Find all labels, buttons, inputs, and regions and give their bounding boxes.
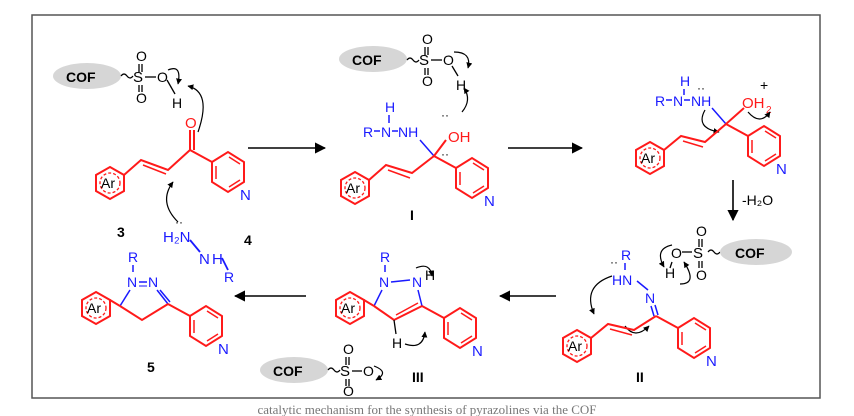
oxygen-label: O <box>343 383 354 399</box>
nitrogen-label: N <box>706 353 717 370</box>
aryl-label: Ar <box>101 175 115 191</box>
oxygen-label: O <box>422 73 433 89</box>
hydrogen-label: H <box>680 73 690 89</box>
intermediate-II-number: II <box>636 369 644 385</box>
oxygen-label: O <box>343 341 354 357</box>
amine-label: H₂N <box>163 229 191 246</box>
compound-5: R N N Ar N 5 <box>81 249 229 375</box>
figure-caption: catalytic mechanism for the synthesis of… <box>257 402 597 416</box>
cof-label: COF <box>66 69 96 85</box>
r-group-label: R <box>128 249 138 265</box>
oxygen-label: O <box>443 52 454 68</box>
oxygen-label: O <box>136 48 147 64</box>
hydrogen-label: H <box>212 251 223 268</box>
hydroxyl-label: OH <box>742 95 765 112</box>
sulfur-label: S <box>419 52 429 69</box>
nh-label: NH <box>691 93 711 109</box>
intermediate-I: COF S O O O H H R N NH ·· OH ·· Ar <box>339 31 495 223</box>
lone-pair: ·· <box>610 255 618 269</box>
cof-tag <box>260 357 328 383</box>
oxygen-label: O <box>671 245 682 261</box>
oxygen-label: O <box>185 115 197 132</box>
cof-label: COF <box>273 363 303 379</box>
nitrogen-label: N <box>218 341 229 358</box>
nitrogen-label: N <box>127 274 137 290</box>
r-group-label: R <box>380 249 390 265</box>
lone-pair: ·· <box>175 215 183 229</box>
cof-tag <box>720 239 792 265</box>
lone-pair: ·· <box>441 147 449 161</box>
nitrogen-label: N <box>381 124 391 140</box>
subscript-label: 2 <box>766 105 772 116</box>
oxygen-label: O <box>422 31 433 47</box>
lone-pair: ·· <box>441 108 449 122</box>
oxygen-label: O <box>696 267 707 283</box>
hydrogen-label: H <box>172 95 182 111</box>
hydrogen-label: H <box>456 77 466 93</box>
hydroxyl-label: OH <box>448 129 471 146</box>
cof-tag <box>339 46 407 72</box>
nitrogen-label: N <box>240 187 251 204</box>
nitrogen-label: N <box>673 93 683 109</box>
intermediate-II: O S O O COF H ·· R HN N Ar <box>562 223 792 385</box>
intermediate-III-number: III <box>412 369 424 385</box>
compound-4-number: 4 <box>244 232 252 248</box>
protonated-intermediate: H R N ·· NH + OH 2 Ar N <box>635 73 787 178</box>
sulfur-label: S <box>340 363 350 380</box>
aryl-label: Ar <box>641 150 655 166</box>
r-group-label: R <box>363 124 373 140</box>
nitrogen-label: N <box>484 193 495 210</box>
aryl-label: Ar <box>568 338 582 354</box>
cof-label: COF <box>352 52 382 68</box>
r-group-label: R <box>655 93 665 109</box>
oxygen-label: O <box>696 223 707 239</box>
compound-3: COF S O O O H Ar O N 3 <box>53 48 251 240</box>
scheme-frame <box>31 14 821 399</box>
nh-label: NH <box>398 124 418 140</box>
nitrogen-label: N <box>776 161 787 178</box>
lone-pair: ·· <box>697 81 705 95</box>
hydrogen-label: H <box>392 335 402 351</box>
oxygen-label: O <box>157 69 168 85</box>
hn-label: HN <box>612 272 632 288</box>
hydrogen-label: H <box>665 265 675 281</box>
nitrogen-label: N <box>148 274 158 290</box>
hydrogen-label: H <box>385 99 395 115</box>
compound-3-number: 3 <box>117 224 125 240</box>
charge-label: + <box>760 77 768 93</box>
aryl-label: Ar <box>341 300 355 316</box>
nitrogen-label: N <box>199 251 210 268</box>
aryl-label: Ar <box>87 300 101 316</box>
r-group-label: R <box>621 247 631 263</box>
nitrogen-label: N <box>472 343 483 360</box>
oxygen-label: O <box>363 363 374 379</box>
nitrogen-label: N <box>412 274 422 290</box>
sulfur-label: S <box>133 69 143 86</box>
r-group-label: R <box>224 269 234 285</box>
intermediate-I-number: I <box>410 207 414 223</box>
oxygen-label: O <box>136 90 147 106</box>
intermediate-III: R N N H Ar N H COF S O O <box>260 249 483 399</box>
compound-4: H₂N ·· N H R 4 <box>163 181 252 285</box>
cof-label: COF <box>735 245 765 261</box>
aryl-label: Ar <box>346 180 360 196</box>
nitrogen-label: N <box>645 290 655 306</box>
water-loss-label: -H₂O <box>742 192 773 208</box>
sulfur-label: S <box>693 245 703 262</box>
cof-tag <box>53 63 121 89</box>
nitrogen-label: N <box>379 274 389 290</box>
compound-5-number: 5 <box>147 359 155 375</box>
